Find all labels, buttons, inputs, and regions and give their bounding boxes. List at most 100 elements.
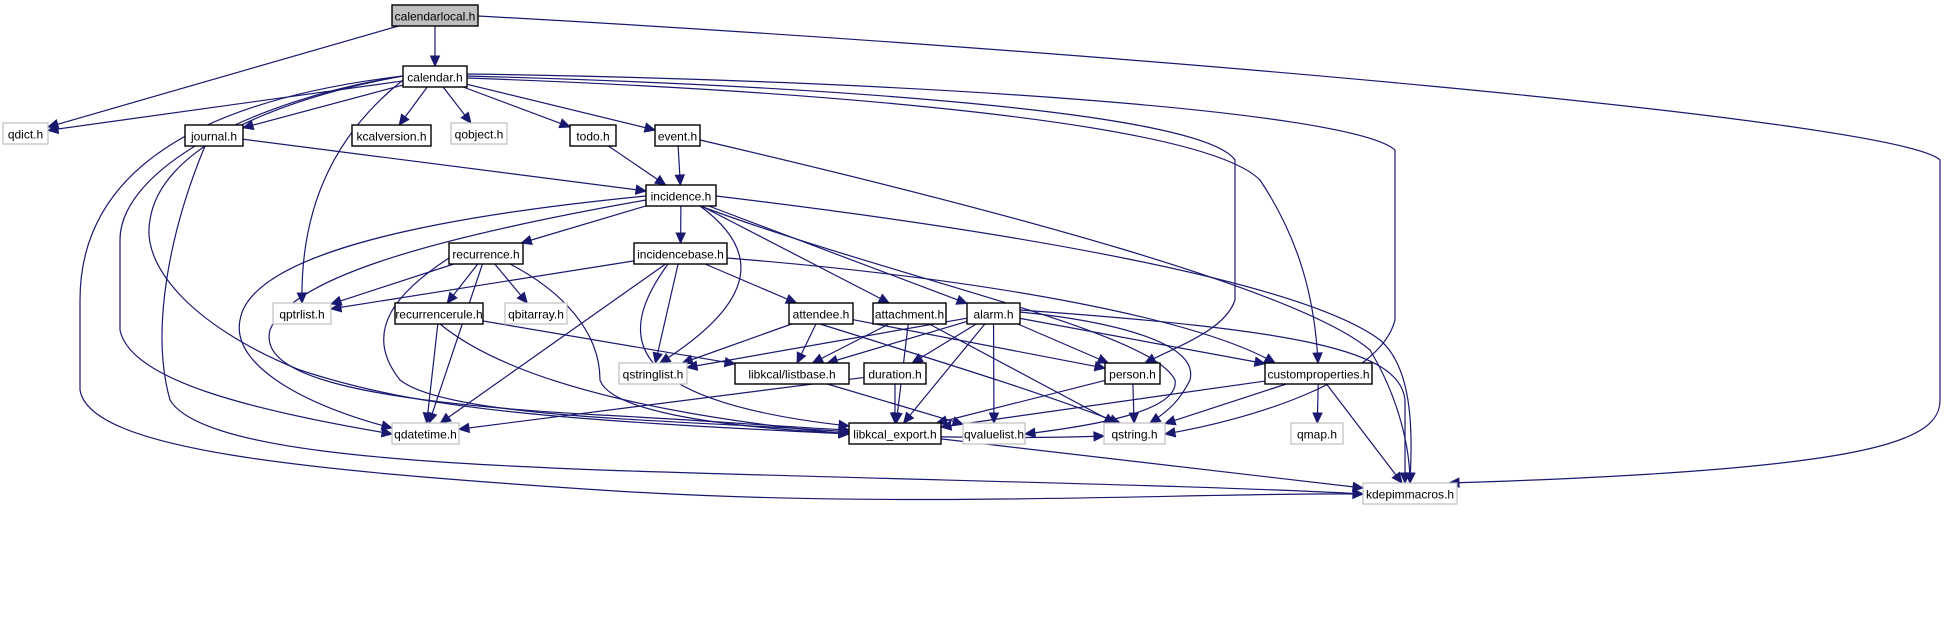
node-label: calendar.h: [407, 71, 462, 85]
node-box[interactable]: [863, 362, 927, 385]
node-label: alarm.h: [973, 308, 1013, 322]
node-label: calendarlocal.h: [395, 10, 476, 24]
edge-person-to-libkcal_export: [936, 379, 1106, 424]
edge-journal-to-kdepimmacros-arrowhead: [1352, 488, 1365, 499]
edge-incidencebase-to-qstringlist: [654, 263, 679, 364]
node-box[interactable]: [448, 242, 524, 265]
node-calendarlocal[interactable]: calendarlocal.h: [391, 4, 479, 27]
node-alarm[interactable]: alarm.h: [966, 302, 1021, 325]
edge-calendar-to-qdatetime-arrowhead: [380, 427, 394, 438]
edge-duration-to-qdatetime: [458, 376, 865, 430]
node-label: incidencebase.h: [637, 248, 724, 262]
node-libkcal_export[interactable]: libkcal_export.h: [848, 422, 942, 445]
node-box[interactable]: [1264, 362, 1373, 385]
node-incidencebase[interactable]: incidencebase.h: [633, 242, 728, 265]
node-label: qobject.h: [455, 128, 504, 142]
node-qobject: qobject.h: [450, 122, 508, 145]
edge-incidencebase-to-qdatetime-arrowhead: [439, 412, 452, 424]
node-box[interactable]: [966, 302, 1021, 325]
edge-incidencebase-to-customproperties: [726, 257, 1276, 364]
edge-calendar-to-kcalversion-arrowhead: [398, 113, 410, 126]
edge-incidence-to-alarm-arrowhead: [955, 294, 969, 305]
edge-recurrencerule-to-qdatetime: [426, 323, 439, 424]
edge-attachment-to-listbase: [812, 323, 890, 364]
node-box: [1103, 422, 1166, 445]
node-label: qdict.h: [8, 128, 43, 142]
edge-incidence-to-attachment-arrowhead: [877, 293, 891, 304]
node-box[interactable]: [351, 124, 432, 147]
edge-journal-to-kdepimmacros: [161, 145, 1364, 495]
edge-incidencebase-to-qptrlist-arrowhead: [329, 302, 343, 313]
node-box[interactable]: [1104, 362, 1161, 385]
edge-event-to-kdepimmacros: [699, 139, 1411, 484]
edge-customproperties-to-kdepimmacros: [1326, 383, 1403, 484]
edge-calendar-to-todo-arrowhead: [558, 118, 572, 129]
edge-recurrence-to-qdatetime: [428, 263, 484, 424]
node-box[interactable]: [184, 124, 244, 147]
edge-calendar-to-qdict: [47, 80, 404, 131]
edge-journal-to-incidence: [242, 138, 647, 192]
edge-todo-to-incidence: [608, 145, 666, 186]
node-duration[interactable]: duration.h: [863, 362, 927, 385]
node-person[interactable]: person.h: [1104, 362, 1161, 385]
node-box[interactable]: [633, 242, 728, 265]
node-customproperties[interactable]: customproperties.h: [1264, 362, 1373, 385]
node-qstring: qstring.h: [1103, 422, 1166, 445]
edge-recurrence-to-qbitarray-arrowhead: [516, 291, 529, 304]
node-recurrencerule[interactable]: recurrencerule.h: [394, 302, 484, 325]
node-calendar[interactable]: calendar.h: [402, 65, 468, 88]
edge-incidence-to-qvaluelist-arrowhead: [1023, 427, 1037, 438]
edge-customproperties-to-qmap-arrowhead: [1312, 412, 1323, 425]
node-label: recurrence.h: [452, 248, 519, 262]
node-label: libkcal/listbase.h: [748, 368, 835, 382]
node-box[interactable]: [788, 302, 854, 325]
edge-customproperties-to-qstring: [1164, 383, 1287, 425]
node-box: [1290, 422, 1344, 445]
edge-alarm-to-qstringlist: [686, 317, 968, 369]
edge-attachment-to-qstring: [928, 323, 1116, 424]
edge-libkcal_export-to-kdepimmacros: [940, 438, 1364, 489]
edge-todo-to-incidence-arrowhead: [653, 174, 667, 186]
node-incidence[interactable]: incidence.h: [645, 184, 717, 207]
node-box[interactable]: [391, 4, 479, 27]
edge-calendar-to-qdict-arrowhead: [46, 123, 60, 135]
node-box[interactable]: [734, 362, 850, 385]
node-todo[interactable]: todo.h: [569, 124, 617, 147]
node-listbase[interactable]: libkcal/listbase.h: [734, 362, 850, 385]
node-attachment[interactable]: attachment.h: [872, 302, 947, 325]
node-box[interactable]: [645, 184, 717, 207]
node-box[interactable]: [654, 124, 701, 147]
node-qmap: qmap.h: [1290, 422, 1344, 445]
edge-alarm-to-qstring: [1019, 311, 1192, 424]
edge-calendar-to-event: [466, 83, 656, 131]
node-journal[interactable]: journal.h: [184, 124, 244, 147]
edge-event-to-incidence-arrowhead: [674, 174, 686, 187]
edge-incidence-to-qdatetime-arrowhead: [380, 420, 394, 431]
edge-customproperties-to-libkcal_export: [940, 380, 1266, 428]
node-label: libkcal_export.h: [853, 428, 936, 442]
edge-alarm-to-qstringlist-arrowhead: [685, 360, 699, 371]
node-box: [618, 362, 688, 385]
edge-alarm-to-person-arrowhead: [1096, 353, 1110, 364]
node-attendee[interactable]: attendee.h: [788, 302, 854, 325]
edge-incidence-to-recurrence: [521, 205, 647, 244]
edge-attendee-to-person: [852, 319, 1106, 369]
node-qdict: qdict.h: [2, 122, 49, 145]
edge-alarm-to-qstring-arrowhead: [1148, 412, 1162, 424]
node-label: qstringlist.h: [623, 368, 684, 382]
node-kcalversion[interactable]: kcalversion.h: [351, 124, 432, 147]
node-label: qstring.h: [1111, 428, 1157, 442]
edge-alarm-to-customproperties: [1019, 317, 1266, 365]
edge-incidencebase-to-attendee: [704, 263, 797, 304]
node-box[interactable]: [872, 302, 947, 325]
edge-duration-to-qdatetime-arrowhead: [457, 422, 471, 434]
node-event[interactable]: event.h: [654, 124, 701, 147]
node-box[interactable]: [402, 65, 468, 88]
node-box[interactable]: [569, 124, 617, 147]
edge-incidence-to-incidencebase-arrowhead: [675, 232, 686, 245]
edge-alarm-to-duration: [911, 323, 977, 364]
node-recurrence[interactable]: recurrence.h: [448, 242, 524, 265]
node-box[interactable]: [848, 422, 942, 445]
node-box[interactable]: [394, 302, 484, 325]
